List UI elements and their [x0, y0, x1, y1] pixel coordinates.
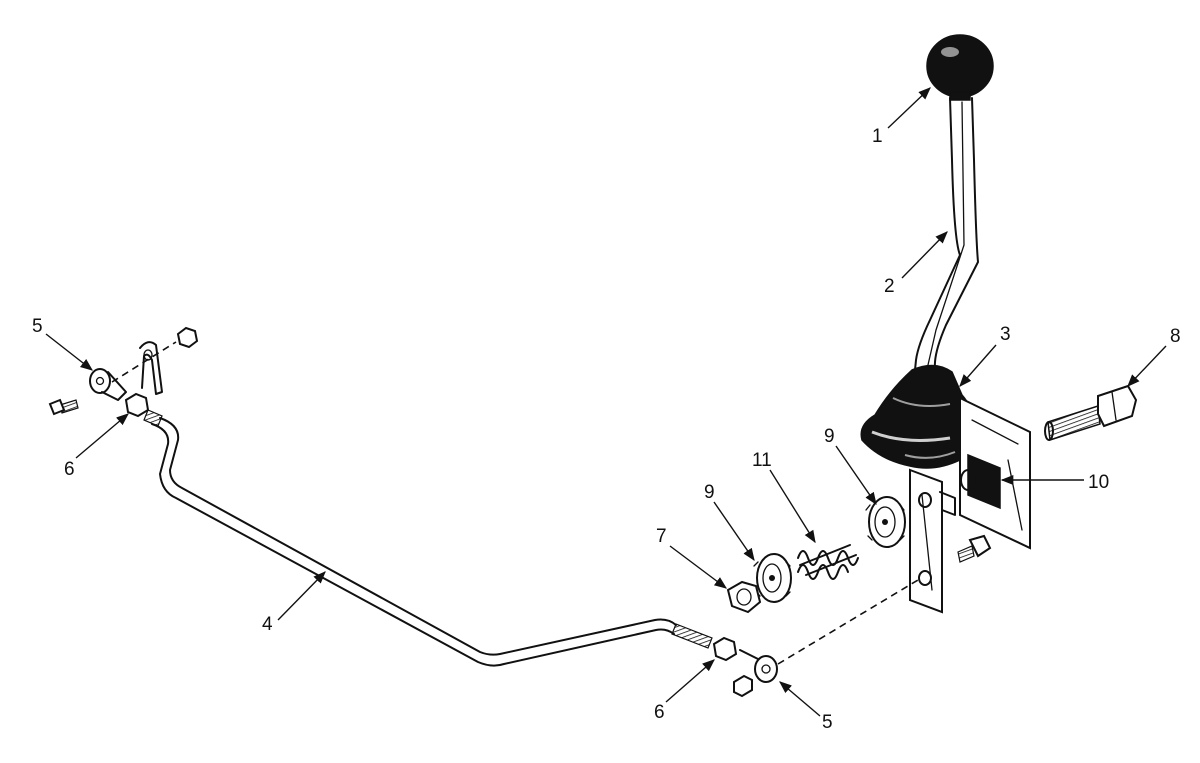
callout-9-right: 9 [824, 426, 835, 447]
callout-10: 10 [1088, 472, 1109, 493]
jam-nut-left-part [124, 392, 150, 418]
rod-end-left-part [48, 326, 199, 416]
callout-8: 8 [1170, 326, 1181, 347]
callout-7: 7 [656, 526, 667, 547]
detent-disc-right-part [865, 496, 906, 548]
callout-1: 1 [872, 126, 883, 147]
callout-9-left: 9 [704, 482, 715, 503]
small-bolt-bracket-part [957, 534, 992, 563]
rod-end-right-part [733, 579, 919, 698]
callout-5-left: 5 [32, 316, 43, 337]
shift-boot-part [860, 364, 978, 469]
mounting-bracket-part [909, 396, 1031, 614]
shift-rod-part [143, 409, 713, 667]
pivot-bolt-part [1044, 384, 1138, 441]
callout-6-right: 6 [654, 702, 665, 723]
detent-nut-part [726, 580, 762, 614]
callout-6-left: 6 [64, 459, 75, 480]
shift-lever-part [913, 97, 979, 383]
callout-2: 2 [884, 276, 895, 297]
callout-4: 4 [262, 614, 273, 635]
leader-lines [45, 87, 1167, 717]
jam-nut-right-part [712, 636, 738, 662]
callout-5-right: 5 [822, 712, 833, 733]
spring-part [797, 544, 859, 580]
shift-knob-part [926, 34, 994, 101]
callout-3: 3 [1000, 324, 1011, 345]
detent-disc-left-part [753, 553, 792, 603]
callout-11: 11 [752, 450, 772, 471]
